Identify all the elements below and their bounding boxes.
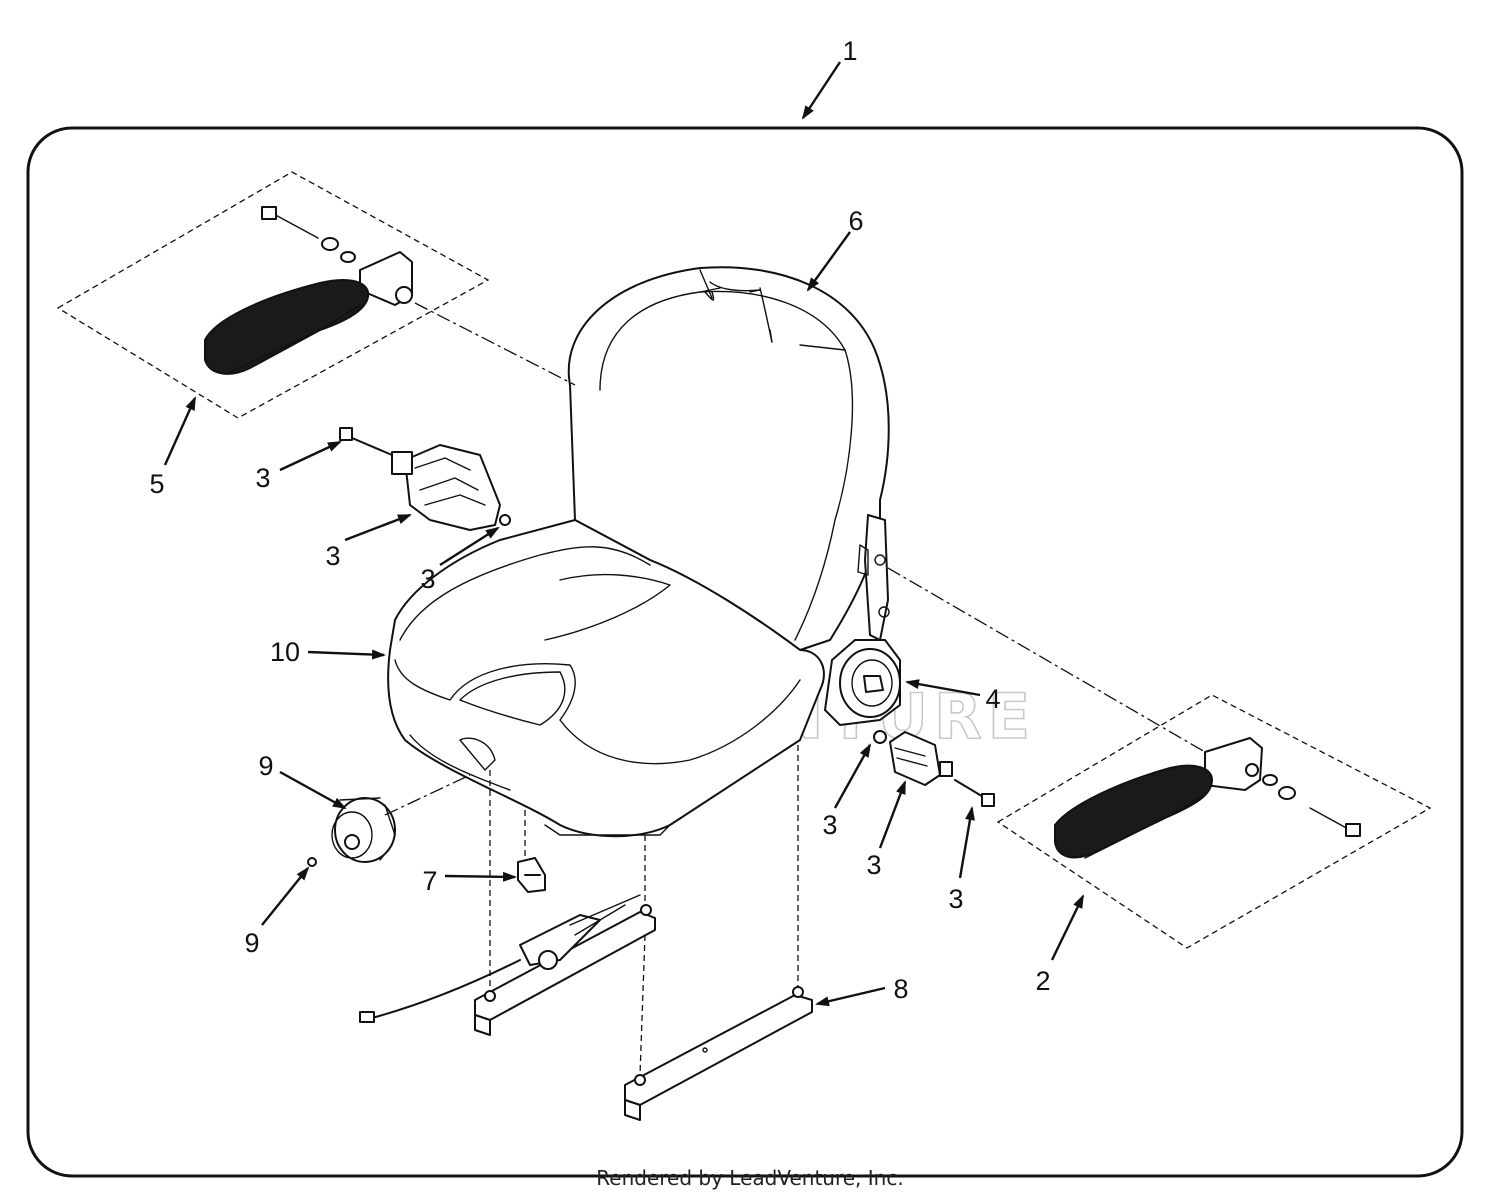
recliner-knob xyxy=(824,639,901,726)
callout-labels: 1 6 5 3 3 3 10 4 9 9 7 3 3 3 8 2 xyxy=(149,36,1050,1004)
adjuster-knob xyxy=(307,797,396,867)
seat-assembly xyxy=(387,266,890,838)
callout-9-screw: 9 xyxy=(244,928,259,958)
callout-9-knob: 9 xyxy=(258,751,273,781)
callout-3-upper-pin: 3 xyxy=(255,463,270,493)
callout-3-upper-switch: 3 xyxy=(325,541,340,571)
seat-hinge-bracket xyxy=(864,514,889,641)
seat-rail-right xyxy=(624,986,813,1121)
callout-3-lower-nut: 3 xyxy=(822,810,837,840)
callout-4: 4 xyxy=(985,684,1000,714)
callout-3-upper-nut: 3 xyxy=(420,564,435,594)
callout-5: 5 xyxy=(149,469,164,499)
seat-switch-upper xyxy=(339,427,511,531)
armrest-left xyxy=(56,171,490,419)
callout-7: 7 xyxy=(422,866,437,896)
callout-3-lower-bolt: 3 xyxy=(948,884,963,914)
assembly-guide-lines xyxy=(384,302,1206,1076)
callout-10: 10 xyxy=(270,637,300,667)
seat-cushion xyxy=(387,519,825,838)
callout-arrows xyxy=(163,61,1085,1007)
seat-switch-bracket xyxy=(517,857,546,893)
seat-rail-left xyxy=(359,894,656,1036)
callout-2: 2 xyxy=(1035,966,1050,996)
callout-6: 6 xyxy=(848,206,863,236)
callout-8: 8 xyxy=(893,974,908,1004)
seat-switch-lower xyxy=(873,730,995,807)
callout-3-lower-switch: 3 xyxy=(866,850,881,880)
callout-1: 1 xyxy=(842,36,857,66)
assembly-frame xyxy=(26,126,1464,1178)
armrest-right xyxy=(996,694,1432,949)
footer-credit: Rendered by LeadVenture, Inc. xyxy=(596,1166,904,1190)
